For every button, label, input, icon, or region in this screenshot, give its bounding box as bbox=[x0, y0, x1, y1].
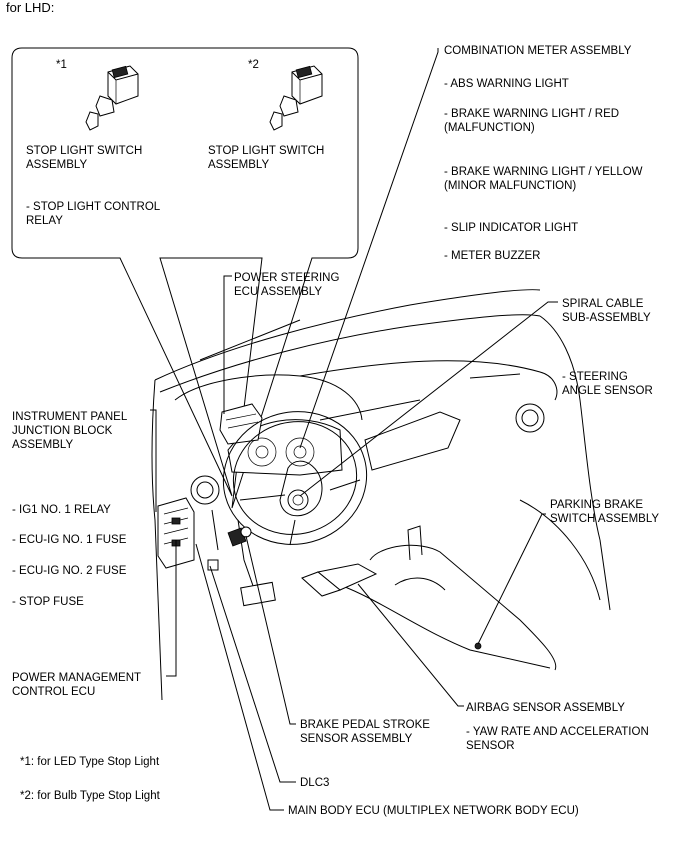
pedal-assembly-illustration bbox=[207, 509, 276, 607]
ig1-relay-label: - IG1 NO. 1 RELAY bbox=[12, 504, 111, 516]
footnote-bulb: *2: for Bulb Type Stop Light bbox=[20, 790, 160, 802]
leader-lines bbox=[150, 48, 558, 811]
stop-light-switch-bulb-icon bbox=[269, 65, 323, 131]
power-management-ecu-label: POWER MANAGEMENT CONTROL ECU bbox=[12, 672, 142, 698]
steering-angle-sensor-label: - STEERING ANGLE SENSOR bbox=[562, 371, 653, 397]
main-body-ecu-label: MAIN BODY ECU (MULTIPLEX NETWORK BODY EC… bbox=[288, 805, 579, 817]
ecu-ig1-fuse-label: - ECU-IG NO. 1 FUSE bbox=[12, 534, 127, 546]
page-header: for LHD: bbox=[6, 0, 55, 15]
steering-wheel-illustration bbox=[222, 411, 368, 546]
meter-buzzer-label: - METER BUZZER bbox=[444, 250, 541, 262]
parking-brake-switch-label: PARKING BRAKE SWITCH ASSEMBLY bbox=[550, 499, 660, 525]
dlc3-label: DLC3 bbox=[300, 777, 330, 789]
spiral-cable-label: SPIRAL CABLE SUB-ASSEMBLY bbox=[562, 298, 651, 324]
power-steering-ecu-illustration bbox=[219, 403, 263, 445]
stop-light-switch-led-label: STOP LIGHT SWITCH ASSEMBLY bbox=[26, 145, 143, 171]
combination-meter-label: COMBINATION METER ASSEMBLY bbox=[444, 45, 632, 57]
stop-light-switch-bulb-label: STOP LIGHT SWITCH ASSEMBLY bbox=[208, 145, 325, 171]
slip-indicator-label: - SLIP INDICATOR LIGHT bbox=[444, 222, 579, 234]
brake-warning-red-label: - BRAKE WARNING LIGHT / RED (MALFUNCTION… bbox=[444, 108, 620, 134]
brake-pedal-sensor-label: BRAKE PEDAL STROKE SENSOR ASSEMBLY bbox=[300, 719, 430, 745]
inset-marker-1: *1 bbox=[56, 59, 67, 71]
brake-warning-yellow-label: - BRAKE WARNING LIGHT / YELLOW (MINOR MA… bbox=[444, 166, 643, 192]
abs-warning-light-label: - ABS WARNING LIGHT bbox=[444, 78, 569, 90]
stop-light-control-relay-label: - STOP LIGHT CONTROL RELAY bbox=[26, 201, 161, 227]
stop-light-switch-led-icon bbox=[85, 65, 139, 131]
dashboard-outline bbox=[151, 289, 611, 701]
footnote-led: *1: for LED Type Stop Light bbox=[20, 756, 160, 768]
stop-fuse-label: - STOP FUSE bbox=[12, 596, 84, 608]
center-console-illustration bbox=[301, 525, 557, 671]
power-steering-ecu-label: POWER STEERING ECU ASSEMBLY bbox=[234, 272, 340, 298]
instrument-panel-jb-label: INSTRUMENT PANEL JUNCTION BLOCK ASSEMBLY bbox=[12, 411, 128, 451]
yaw-rate-sensor-label: - YAW RATE AND ACCELERATION SENSOR bbox=[466, 726, 649, 752]
airbag-sensor-label: AIRBAG SENSOR ASSEMBLY bbox=[466, 702, 625, 714]
inset-marker-2: *2 bbox=[248, 59, 259, 71]
ecu-ig2-fuse-label: - ECU-IG NO. 2 FUSE bbox=[12, 565, 127, 577]
inset-callout-box bbox=[11, 47, 359, 509]
